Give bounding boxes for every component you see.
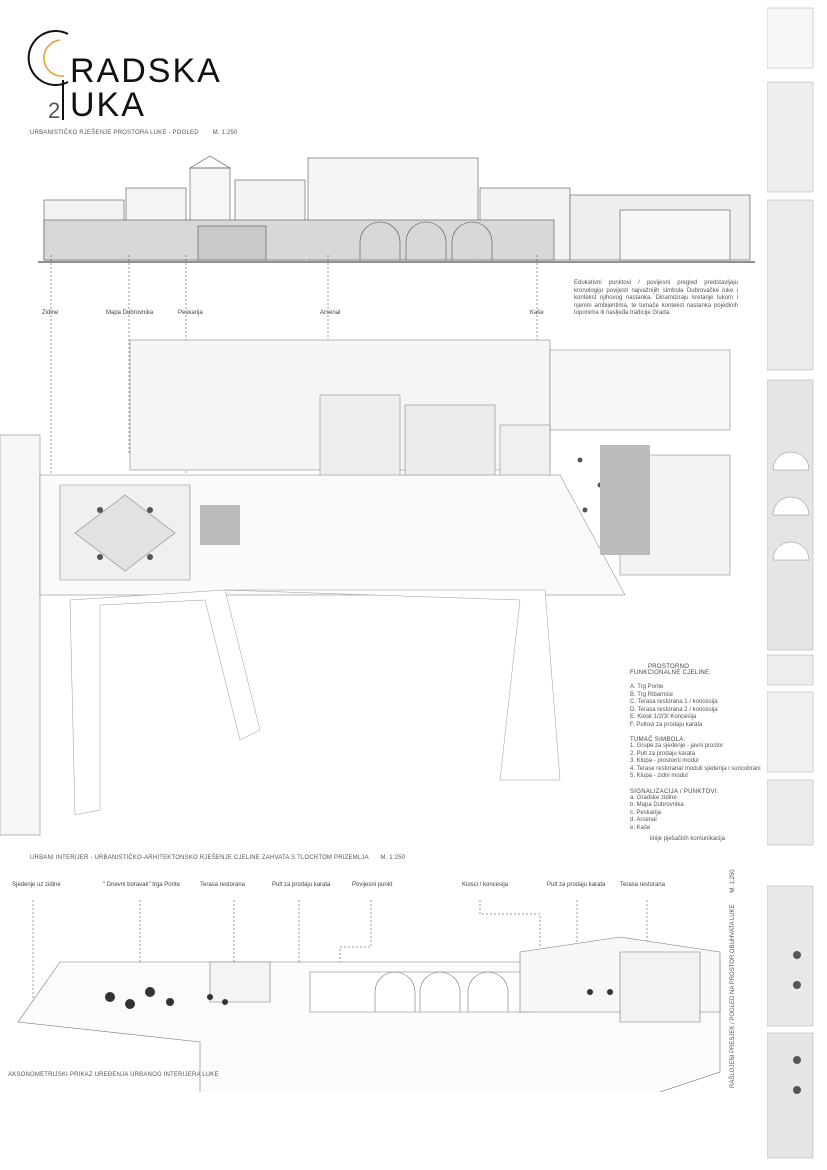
- legend-symbols: 1. Grupe za sjedenje - javni prostor 2. …: [630, 743, 761, 781]
- axon-label-kiosks: Kiosci / koncesija: [462, 882, 509, 888]
- legend-signal-item: e. Kaše: [630, 824, 651, 831]
- legend-signal-item: a. Gradske zidine: [630, 794, 677, 801]
- label-peskarija: Peskarija: [178, 310, 203, 316]
- axon-caption: AKSONOMETRIJSKI PRIKAZ UREĐENJA URBANOG …: [8, 1072, 219, 1078]
- axon-label-history: Povijesni punkt: [352, 882, 393, 888]
- legend-zone-item: A. Trg Ponte: [630, 684, 664, 690]
- legend-zone-item: B. Trg Ribarnice: [630, 691, 674, 698]
- axon-label-ticket-1: Pult za prodaju karata: [272, 882, 331, 888]
- site-plan: [0, 339, 731, 836]
- logo-l-bar-icon: [62, 80, 64, 120]
- legend-zone-item: D. Terasa restorana 2 / koncesija: [630, 706, 718, 713]
- axon-label-seating: Sjedenje uz zidine: [12, 882, 61, 888]
- logo-number: 2: [48, 98, 61, 123]
- legend-signals-title: SIGNALIZACIJA / PUNKTOVI:: [630, 788, 719, 795]
- side-caption: RAŠLOJENI PRESJEK / POGLED NA PROSTOR OB…: [730, 869, 736, 1088]
- section-strip: [767, 7, 814, 1159]
- legend-symbol-item: 4. Terase restorana/ moduli sjedenja i s…: [630, 765, 761, 772]
- plan-caption: URBANI INTERIJER - URBANISTIČKO-ARHITEKT…: [30, 855, 405, 861]
- side-scale: M. 1:250: [730, 869, 736, 893]
- logo-word-top: RADSKA: [70, 52, 222, 90]
- legend-signals: a. Gradske zidine b. Mapa Dubrovnika c. …: [630, 795, 761, 833]
- elevation-scale: M. 1:250: [212, 130, 238, 136]
- legend-signal-item: c. Peskarija: [630, 809, 662, 816]
- elevation-caption-text: URBANISTIČKO RJEŠENJE PROSTORA LUKE - PO…: [30, 130, 199, 136]
- legend-zone-item: E. Kiosk 1/2/3/ Koncesija: [630, 714, 697, 720]
- legend-symbol-item: 3. Klupa - prostorni modul: [630, 758, 699, 764]
- legend-symbol-item: 1. Grupe za sjedenje - javni prostor: [630, 743, 724, 749]
- legend-symbols-title: TUMAČ SIMBOLA:: [630, 737, 686, 743]
- legend-zone-item: C. Terasa restorana 1 / koncesija: [630, 699, 718, 705]
- logo-word-bottom: UKA: [70, 86, 146, 124]
- axon-label-living-room: " Dnevni boravak" trga Ponte: [103, 882, 180, 888]
- description-text: Edukativni punktovi / povijesni pregled …: [574, 280, 738, 317]
- plan-caption-text: URBANI INTERIJER - URBANISTIČKO-ARHITEKT…: [30, 855, 369, 861]
- legend-title-1: PROSTORNO: [648, 664, 690, 670]
- legend-signal-item: b. Mapa Dubrovnika: [630, 802, 684, 808]
- label-zidine: Zidine: [42, 310, 59, 316]
- elevation-caption: URBANISTIČKO RJEŠENJE PROSTORA LUKE - PO…: [30, 130, 238, 136]
- legend-title-2: FUNKCIONALNE CJELINE:: [630, 670, 712, 676]
- side-caption-text: RAŠLOJENI PRESJEK / POGLED NA PROSTOR OB…: [730, 904, 736, 1088]
- legend-symbol-item: 5. Klupa - zidni modul: [630, 773, 688, 779]
- logo-circle-icon: [27, 30, 69, 86]
- legend-zone-item: F. Pultovi za prodaju karata: [630, 721, 703, 728]
- legend-symbol-item: 2. Pult za prodaju karata: [630, 750, 696, 757]
- axon-label-ticket-2: Pult za prodaju karata: [547, 882, 606, 888]
- legend-walk-line: linije pješačkih komunikacija: [630, 836, 761, 844]
- axon-label-terrace-1: Terasa restorana: [200, 882, 246, 888]
- elevation-drawing: [38, 155, 755, 263]
- label-mapa: Mapa Dubrovnika: [106, 310, 154, 316]
- axon-label-terrace-2: Terasa restorana: [620, 882, 666, 888]
- label-arsenal: Arsenal: [320, 310, 341, 316]
- legend-walk-line-text: linije pješačkih komunikacija: [650, 836, 726, 842]
- legend-signal-item: d. Arsenal: [630, 817, 657, 823]
- plan-scale: M. 1:250: [380, 855, 406, 861]
- legend-zones: A. Trg Ponte B. Trg Ribarnice C. Terasa …: [630, 684, 761, 729]
- legend-block: PROSTORNO FUNKCIONALNE CJELINE: A. Trg P…: [630, 664, 761, 844]
- axonometric-drawing: [17, 900, 721, 1092]
- label-kase: Kaše: [530, 310, 544, 316]
